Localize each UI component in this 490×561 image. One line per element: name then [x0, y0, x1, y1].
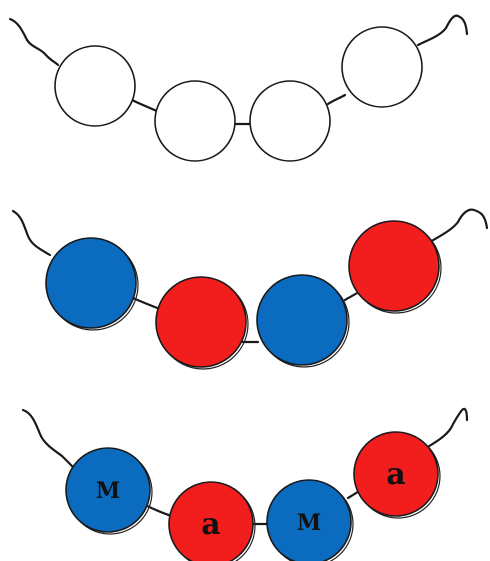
bead [256, 274, 350, 368]
labeled-string: M a M a [21, 407, 469, 561]
bead: a [353, 431, 441, 519]
colored-string [11, 208, 489, 370]
bead-circle [45, 237, 137, 329]
bead-circle [348, 220, 440, 312]
string-wire-link [131, 296, 162, 311]
string-wire-right [416, 14, 469, 47]
bead-circle [155, 276, 247, 368]
bead [45, 237, 139, 331]
bead [341, 26, 423, 108]
bead-label: a [201, 507, 220, 542]
bead-label: a [386, 457, 405, 492]
bead-circle [266, 479, 352, 561]
bead-circle [249, 80, 331, 162]
string-wire-right [424, 407, 469, 450]
bead-label: M [96, 478, 120, 504]
bead [249, 80, 331, 162]
blank-string [8, 14, 469, 162]
bead [54, 45, 136, 127]
string-wire-right [428, 208, 489, 244]
string-wire-link [326, 93, 347, 106]
bead [154, 80, 236, 162]
bead-circle [341, 26, 423, 108]
string-wire-link [130, 98, 159, 113]
bead: M [266, 479, 354, 561]
bead-circle [154, 80, 236, 162]
string-wire-left [21, 408, 76, 470]
bead-circle [65, 447, 151, 533]
string-wire-left [8, 17, 60, 67]
bead: M [65, 447, 153, 535]
bead [155, 276, 249, 370]
string-wire-left [11, 209, 52, 257]
bead-circle [168, 481, 254, 561]
bead [348, 220, 442, 314]
bead: a [168, 481, 256, 561]
bead-circle [353, 431, 439, 517]
bead-circle [256, 274, 348, 366]
bead-circle [54, 45, 136, 127]
bead-label: M [297, 510, 321, 536]
